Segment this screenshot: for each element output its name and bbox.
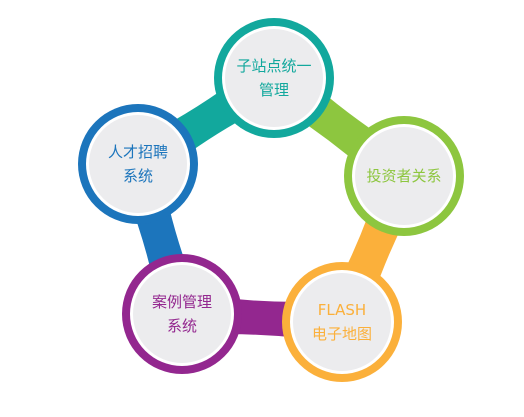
node-label-subsite-line-2: 管理: [259, 81, 289, 99]
node-label-talent-line-1: 人才招聘: [108, 143, 168, 161]
node-label-subsite-line-1: 子站点统一: [236, 57, 311, 75]
node-disc-subsite: [225, 29, 323, 127]
node-label-talent-line-2: 系统: [123, 167, 153, 185]
node-label-investor-line-1: 投资者关系: [366, 167, 441, 185]
node-disc-investor: [355, 127, 453, 225]
node-disc-flash-map: [293, 273, 391, 371]
node-disc-case: [133, 265, 231, 363]
node-label-flash-map-line-2: 电子地图: [312, 325, 372, 343]
rings-layer: [78, 18, 464, 382]
node-label-case-line-1: 案例管理: [152, 293, 212, 311]
node-label-flash-map-line-1: FLASH: [318, 301, 366, 319]
node-label-case-line-2: 系统: [167, 317, 197, 335]
node-disc-talent: [89, 115, 187, 213]
